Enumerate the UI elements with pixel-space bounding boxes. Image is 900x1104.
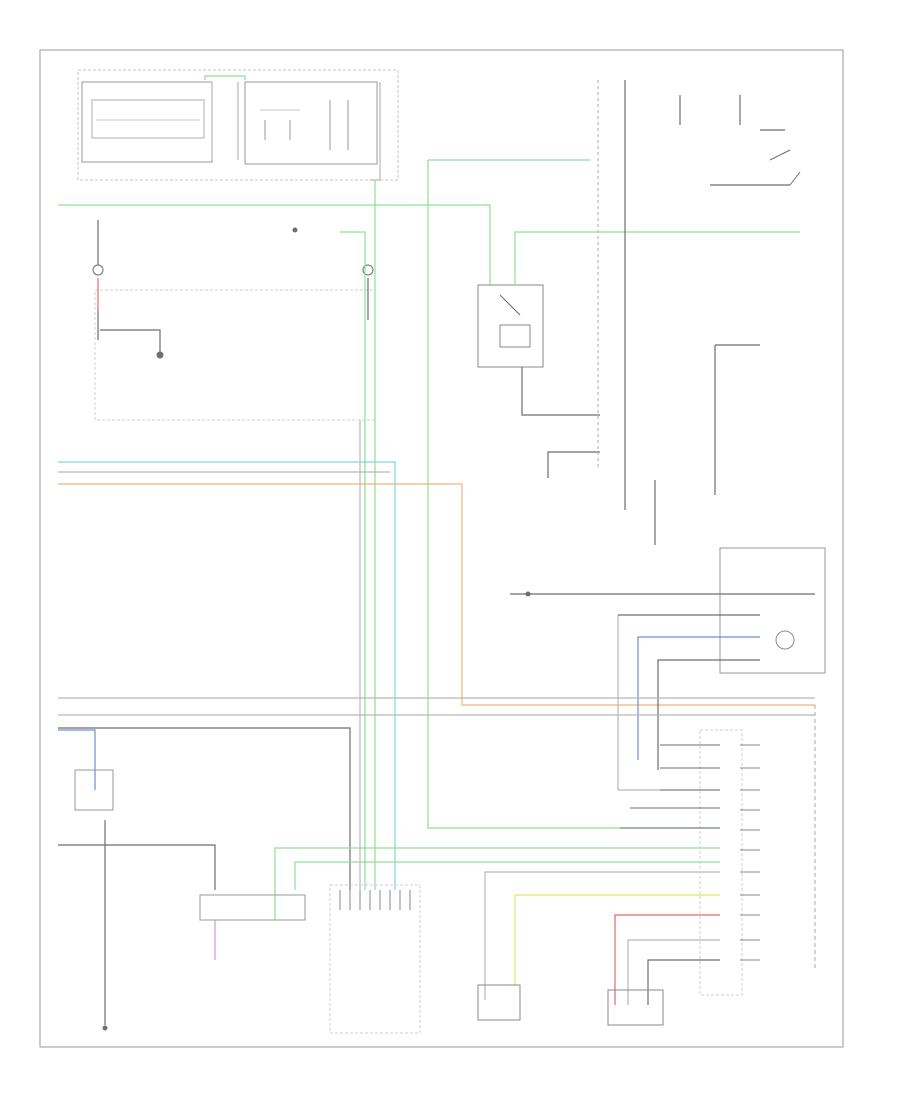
wire-gray <box>617 615 720 791</box>
wire-gray <box>370 82 381 181</box>
wire-black <box>657 659 760 770</box>
wire-black <box>647 959 720 1005</box>
splice-dot <box>525 591 531 597</box>
ground-icon <box>102 1025 108 1031</box>
wire-green-jumper <box>204 75 246 80</box>
sensor-icon <box>607 989 664 1026</box>
wire-blue <box>637 636 760 760</box>
sensor-icon <box>477 984 521 1021</box>
splice-dot <box>292 227 298 233</box>
ground-icon <box>156 351 164 359</box>
wire-black <box>58 844 216 890</box>
wire-green-loop <box>427 159 720 829</box>
wire-gray <box>627 939 720 1005</box>
connector-icon <box>699 729 743 996</box>
motor-icon <box>92 264 374 276</box>
wire-cyan <box>58 461 396 890</box>
blower-module-box <box>94 289 376 421</box>
wire-gray <box>484 871 720 1000</box>
wire-blue-left <box>58 729 96 790</box>
sensor-icon <box>775 630 795 650</box>
wire-yellow <box>514 894 720 985</box>
wire-black-to-ground <box>100 329 161 352</box>
sensor-icon <box>719 547 826 674</box>
connector-pins <box>339 890 411 910</box>
connector-icon <box>199 884 421 1034</box>
wire-green-bottom-2 <box>294 861 720 890</box>
sensor-icon <box>74 769 114 811</box>
wire-green-bottom <box>274 847 720 920</box>
relay-icon <box>477 284 544 368</box>
ccu-pin-rows <box>620 744 760 961</box>
wire-black-relay-out <box>521 367 600 416</box>
wire-green-main <box>58 204 491 285</box>
wire-green-blower <box>340 231 366 255</box>
wire-red <box>614 914 720 1005</box>
wire-black <box>58 727 351 890</box>
wire-green-to-relay <box>514 231 800 285</box>
switch-icon <box>769 149 801 186</box>
wire-black <box>547 451 600 478</box>
diagram-frame <box>39 49 844 1048</box>
